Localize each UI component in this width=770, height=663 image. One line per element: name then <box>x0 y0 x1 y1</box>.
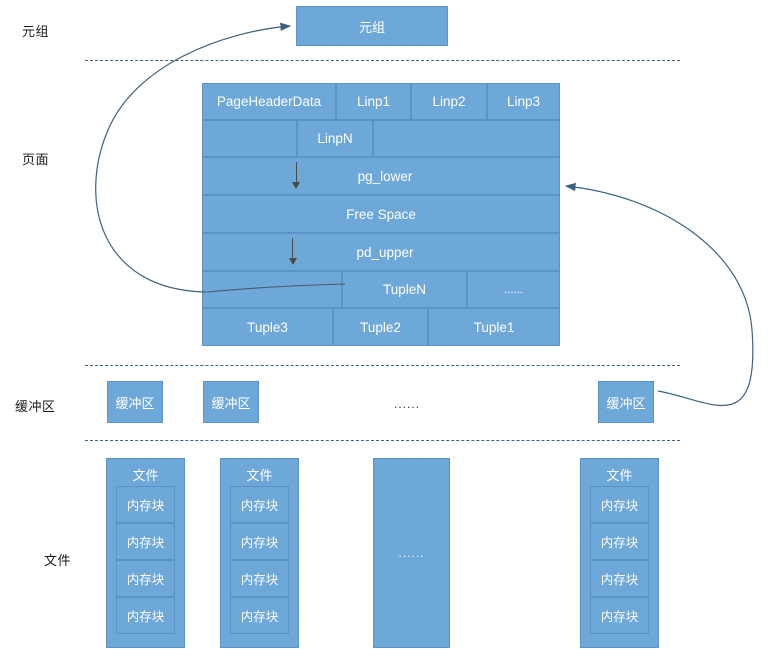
page-cell-linpn: LinpN <box>297 120 373 157</box>
page-cell-label: Tuple1 <box>473 319 515 335</box>
buffer-box-label: 缓冲区 <box>606 395 646 411</box>
buffer-box-2: 缓冲区 <box>203 381 259 423</box>
page-cell-tuple2: Tuple2 <box>333 308 428 346</box>
page-cell-label: Linp1 <box>356 94 391 109</box>
free-space-label: Free Space <box>346 206 416 222</box>
page-structure: PageHeaderData Linp1 Linp2 Linp3 LinpN p… <box>202 83 560 346</box>
memory-block: 内存块 <box>590 560 649 597</box>
memory-block: 内存块 <box>116 486 175 523</box>
buffer-box-label: 缓冲区 <box>211 395 251 411</box>
page-row-free-space: Free Space <box>202 195 560 233</box>
page-cell-empty-tuplen-left <box>202 271 342 308</box>
divider-tuple-page <box>85 60 680 61</box>
memory-block: 内存块 <box>590 523 649 560</box>
pg-lower-label: pg_lower <box>357 168 413 184</box>
memory-block: 内存块 <box>116 560 175 597</box>
file-title: 文件 <box>132 468 159 483</box>
memory-block: 内存块 <box>230 560 289 597</box>
file-box-2: 文件 内存块 内存块 内存块 内存块 <box>220 458 299 648</box>
buffer-ellipsis: ...... <box>394 397 421 411</box>
pd-upper-label: pd_upper <box>356 244 414 260</box>
page-cell-label: Tuple2 <box>360 319 401 335</box>
memory-block: 内存块 <box>116 597 175 634</box>
layer-label-buffer: 缓冲区 <box>15 399 56 414</box>
page-cell-linp2: Linp2 <box>411 83 487 120</box>
page-cell-tuplen: TupleN <box>342 271 467 308</box>
buffer-box-3: 缓冲区 <box>598 381 654 423</box>
file-box-1: 文件 内存块 内存块 内存块 内存块 <box>106 458 185 648</box>
memory-block: 内存块 <box>590 597 649 634</box>
memory-block: 内存块 <box>230 486 289 523</box>
page-cell-label: Tuple3 <box>247 319 288 335</box>
memory-block: 内存块 <box>230 597 289 634</box>
tuple-box-label: 元组 <box>358 19 385 35</box>
page-row-pd-upper: pd_upper <box>202 233 560 271</box>
page-cell-tuple-ellipsis: ...... <box>467 271 560 308</box>
page-cell-label: ...... <box>504 283 523 296</box>
divider-buffer-file <box>85 440 680 441</box>
tuple-box: 元组 <box>296 6 448 46</box>
memory-block: 内存块 <box>116 523 175 560</box>
file-box-ellipsis: ...... <box>373 458 450 648</box>
page-cell-empty-left <box>202 120 297 157</box>
buffer-box-label: 缓冲区 <box>115 395 155 411</box>
layer-label-tuple: 元组 <box>22 24 50 39</box>
memory-block: 内存块 <box>590 486 649 523</box>
page-cell-label: Linp3 <box>506 94 541 109</box>
page-cell-label: TupleN <box>382 282 427 297</box>
page-cell-tuple3: Tuple3 <box>202 308 333 346</box>
layer-label-page: 页面 <box>22 152 50 167</box>
page-cell-linp1: Linp1 <box>336 83 411 120</box>
file-title: 文件 <box>606 468 633 483</box>
file-title: 文件 <box>246 468 273 483</box>
page-cell-linp3: Linp3 <box>487 83 560 120</box>
page-cell-label: PageHeaderData <box>216 94 322 109</box>
divider-page-buffer <box>85 365 680 366</box>
layer-label-file: 文件 <box>44 553 72 568</box>
buffer-to-page-connector <box>564 182 754 407</box>
page-row-pg-lower: pg_lower <box>202 157 560 195</box>
page-cell-empty-right <box>373 120 560 157</box>
page-cell-label: LinpN <box>317 131 353 146</box>
page-cell-pageheaderdata: PageHeaderData <box>202 83 336 120</box>
file-box-3: 文件 内存块 内存块 内存块 内存块 <box>580 458 659 648</box>
buffer-box-1: 缓冲区 <box>107 381 163 423</box>
page-cell-tuple1: Tuple1 <box>428 308 560 346</box>
memory-block: 内存块 <box>230 523 289 560</box>
page-cell-label: Linp2 <box>432 94 466 109</box>
file-ellipsis: ...... <box>398 546 425 560</box>
